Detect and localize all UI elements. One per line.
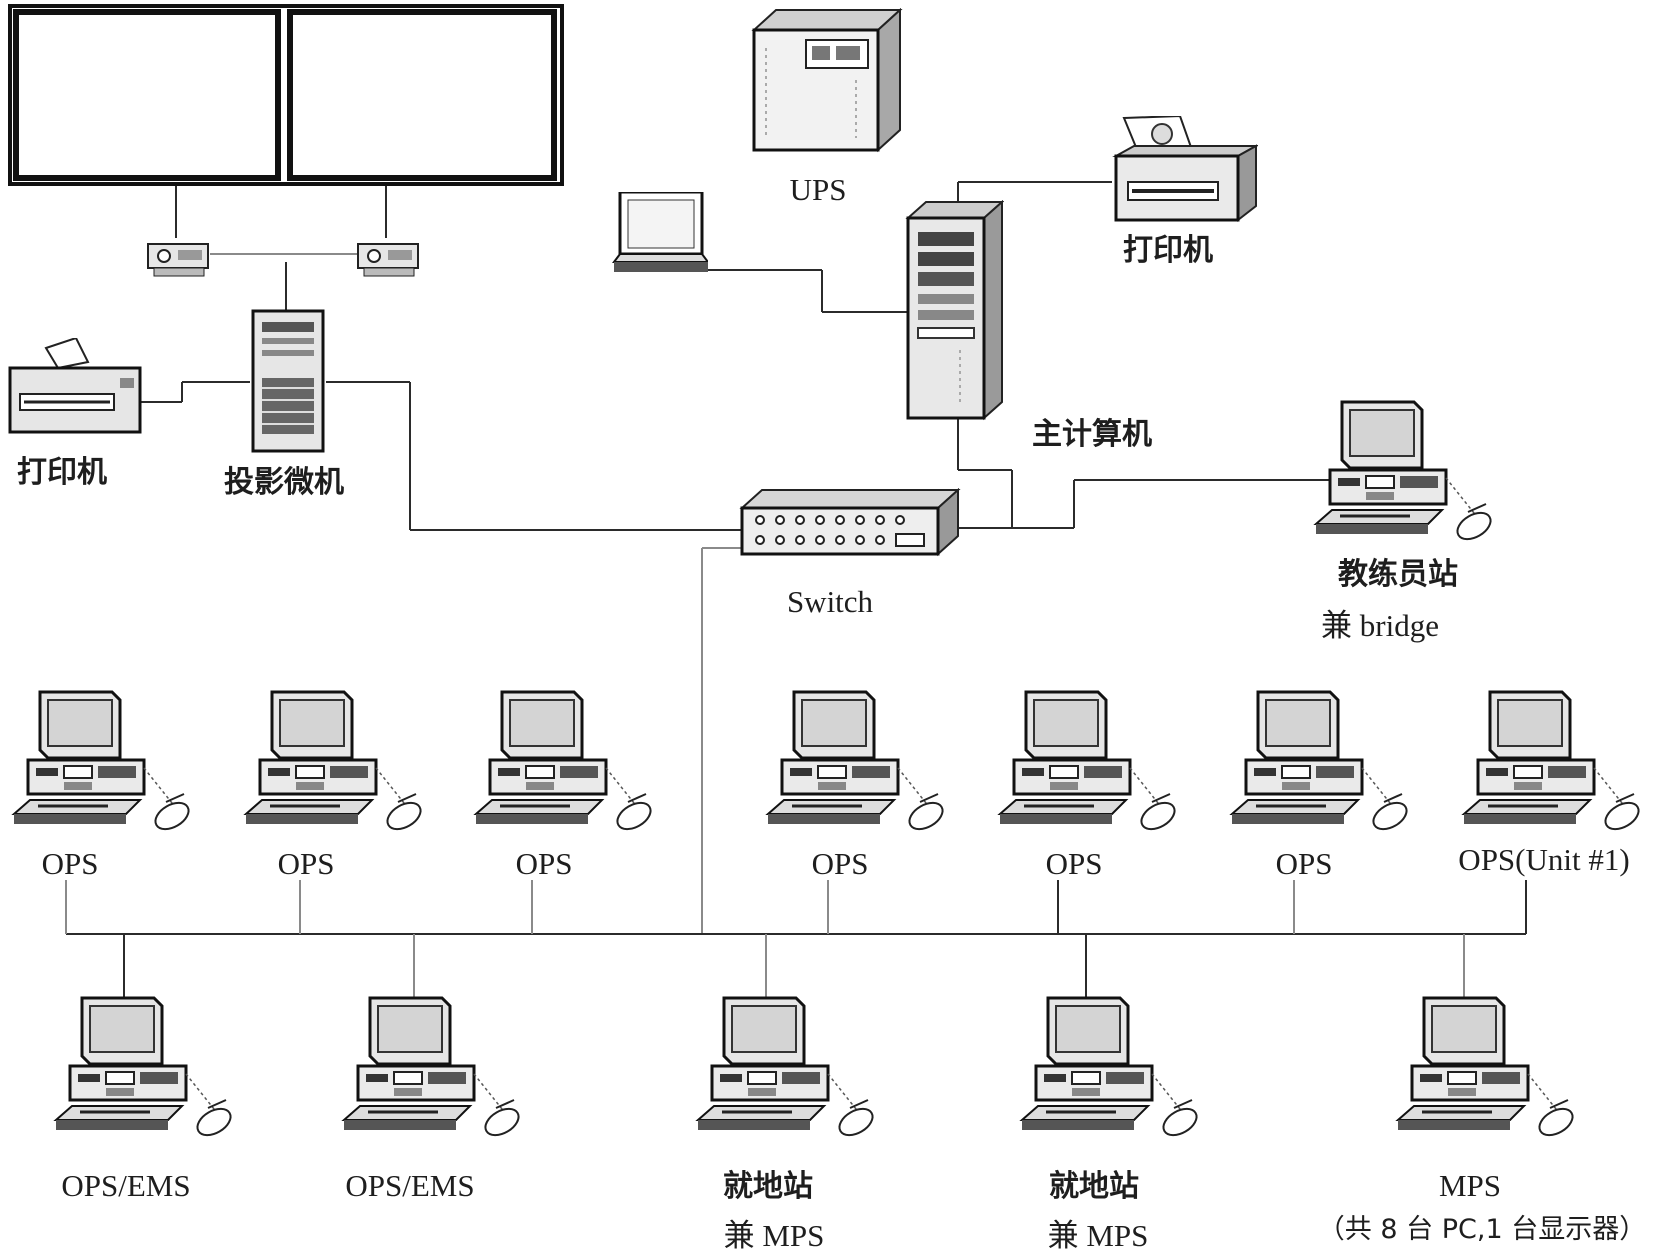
- computer-workstation-icon: [765, 690, 944, 831]
- projector-icon: [147, 243, 209, 277]
- label-ops: OPS: [1045, 846, 1103, 881]
- label-ups: UPS: [789, 172, 847, 207]
- label-instructor-station: 教练员站: [1338, 557, 1458, 592]
- tower-server-icon: [251, 309, 325, 453]
- large-display-wall: [8, 4, 564, 186]
- projector-icon: [357, 243, 419, 277]
- label-projector-pc: 投影微机: [224, 465, 344, 500]
- label-printer-right: 打印机: [1123, 233, 1213, 268]
- computer-workstation-icon: [1229, 690, 1408, 831]
- computer-workstation-icon: [1019, 996, 1198, 1137]
- label-local-station-mps: 兼 MPS: [1047, 1218, 1149, 1253]
- label-local-station-mps: 兼 MPS: [723, 1218, 825, 1253]
- tower-server-icon: [905, 200, 1004, 421]
- label-ops: OPS: [41, 846, 99, 881]
- computer-workstation-icon: [473, 690, 652, 831]
- computer-workstation-icon: [695, 996, 874, 1137]
- label-ops-ems: OPS/EMS: [61, 1168, 191, 1203]
- label-mps-note: （共 8 台 PC,1 台显示器）: [1317, 1214, 1647, 1245]
- computer-workstation-icon: [1313, 400, 1492, 541]
- computer-workstation-icon: [1461, 690, 1640, 831]
- computer-workstation-icon: [53, 996, 232, 1137]
- printer-icon: [1112, 116, 1258, 223]
- label-local-station: 就地站: [1049, 1169, 1139, 1204]
- ups-icon: [751, 8, 903, 153]
- label-printer-left: 打印机: [17, 455, 107, 490]
- computer-workstation-icon: [997, 690, 1176, 831]
- computer-workstation-icon: [11, 690, 190, 831]
- label-local-station: 就地站: [723, 1169, 813, 1204]
- network-switch-icon: [739, 488, 961, 557]
- label-instructor-bridge: 兼 bridge: [1321, 608, 1439, 643]
- label-host-computer: 主计算机: [1032, 417, 1152, 452]
- label-ops: OPS: [811, 846, 869, 881]
- label-ops-unit1: OPS(Unit #1): [1458, 842, 1630, 877]
- label-ops: OPS: [1275, 846, 1333, 881]
- label-ops: OPS: [277, 846, 335, 881]
- label-ops: OPS: [515, 846, 573, 881]
- monitor-icon: [612, 192, 708, 272]
- computer-workstation-icon: [243, 690, 422, 831]
- printer-icon: [8, 338, 142, 434]
- label-ops-ems: OPS/EMS: [345, 1168, 475, 1203]
- computer-workstation-icon: [1395, 996, 1574, 1137]
- label-mps: MPS: [1438, 1168, 1502, 1203]
- computer-workstation-icon: [341, 996, 520, 1137]
- label-switch: Switch: [786, 584, 874, 619]
